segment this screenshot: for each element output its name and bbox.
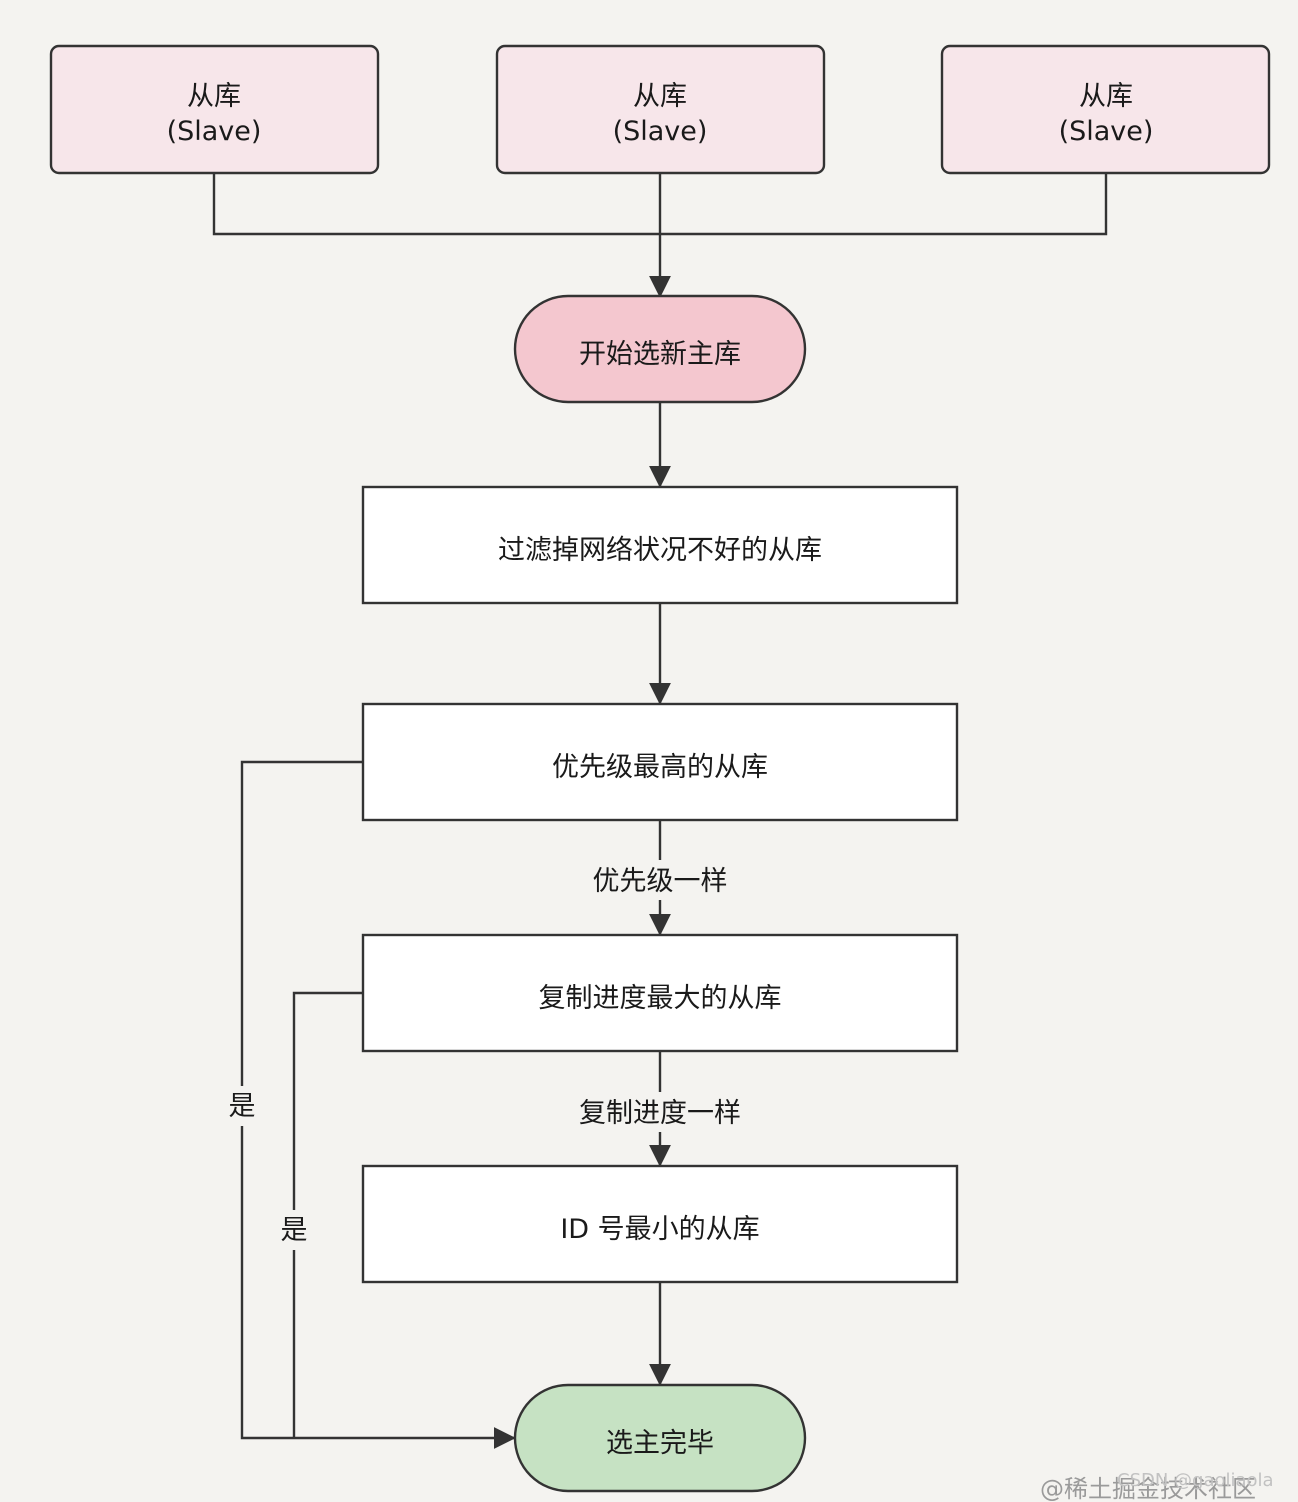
slave-2-sublabel: (Slave): [613, 116, 708, 147]
priority-step-label: 优先级最高的从库: [552, 752, 768, 783]
filter-step-label: 过滤掉网络状况不好的从库: [498, 535, 822, 566]
yes-branch-progress: [292, 991, 363, 1438]
filter-step: 过滤掉网络状况不好的从库: [361, 485, 959, 605]
slave-2-label: 从库: [633, 81, 687, 112]
slave-3-sublabel: (Slave): [1059, 116, 1154, 147]
watermark-csdn: CSDN @gaoliaola: [1117, 1470, 1274, 1491]
watermark-juejin: @稀土掘金技术社区: [1040, 1475, 1256, 1502]
slave-1-sublabel: (Slave): [167, 116, 262, 147]
edge-label-yes-1: 是: [229, 1091, 256, 1122]
start-node: 开始选新主库: [513, 294, 807, 404]
progress-step-label: 复制进度最大的从库: [539, 983, 782, 1014]
slave-node-2: 从库 (Slave): [495, 44, 826, 175]
edge-label-same-progress: 复制进度一样: [579, 1098, 741, 1129]
edge-label-yes-2: 是: [281, 1215, 308, 1246]
slave-3-label: 从库: [1079, 81, 1133, 112]
id-step-label: ID 号最小的从库: [560, 1214, 759, 1245]
slave-node-3: 从库 (Slave): [940, 44, 1271, 175]
start-label: 开始选新主库: [579, 339, 741, 370]
end-label: 选主完毕: [606, 1428, 714, 1459]
slave-1-label: 从库: [187, 81, 241, 112]
progress-step: 复制进度最大的从库: [361, 933, 959, 1053]
priority-step: 优先级最高的从库: [361, 702, 959, 822]
yes-branch-priority: [240, 760, 516, 1449]
id-step: ID 号最小的从库: [361, 1164, 959, 1284]
edge-label-same-priority: 优先级一样: [593, 866, 728, 897]
end-node: 选主完毕: [513, 1383, 807, 1493]
slave-node-1: 从库 (Slave): [49, 44, 380, 175]
